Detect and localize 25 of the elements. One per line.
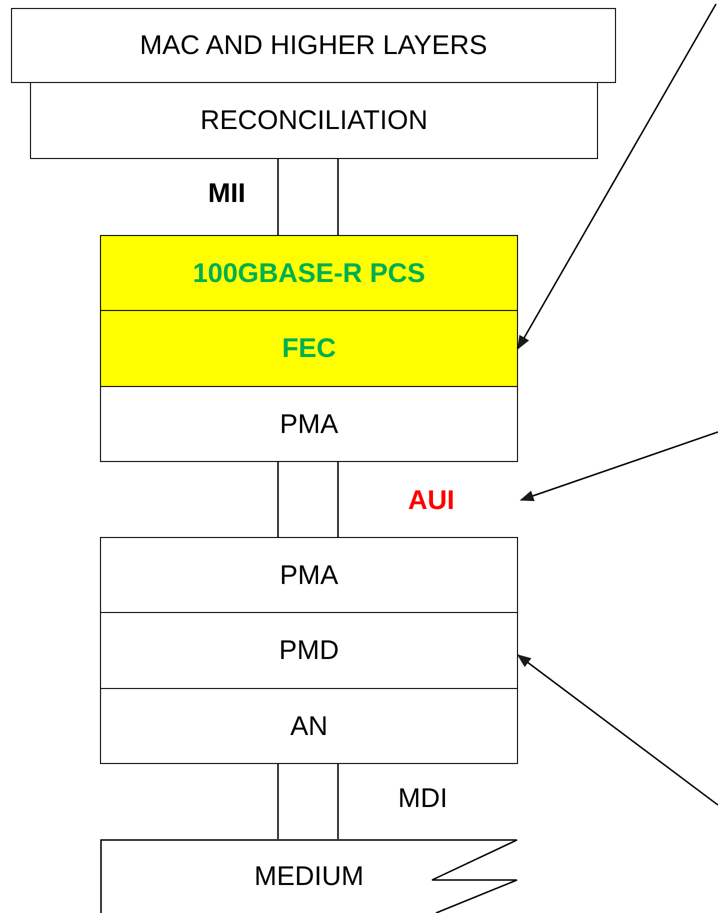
layer-box [100,688,518,764]
interface-connector [277,158,339,236]
arrow [520,431,718,502]
layer-name: FEC [282,333,336,364]
layer-name: PMD [279,635,339,666]
layer-box [100,537,518,613]
layer-name: PMA [280,560,338,590]
interface-connector [277,461,339,538]
interface-label: AUI [408,481,521,519]
layer-name: AN [290,710,328,742]
layer-box [100,310,518,387]
medium-shape [100,839,518,913]
layer-name: RECONCILIATION [200,105,428,136]
arrow [517,4,717,350]
arrow [516,654,718,806]
layer-box [30,82,598,159]
layer-box [100,612,518,689]
layer-box [100,386,518,462]
interface-connector [277,763,339,840]
layer-box [100,235,518,311]
layer-name: MAC AND HIGHER LAYERS [140,30,488,61]
layer-name: 100GBASE-R PCS [192,258,426,288]
layer-name: MEDIUM [254,860,364,892]
layer-name: PMA [280,408,338,440]
layer-box [11,8,616,83]
